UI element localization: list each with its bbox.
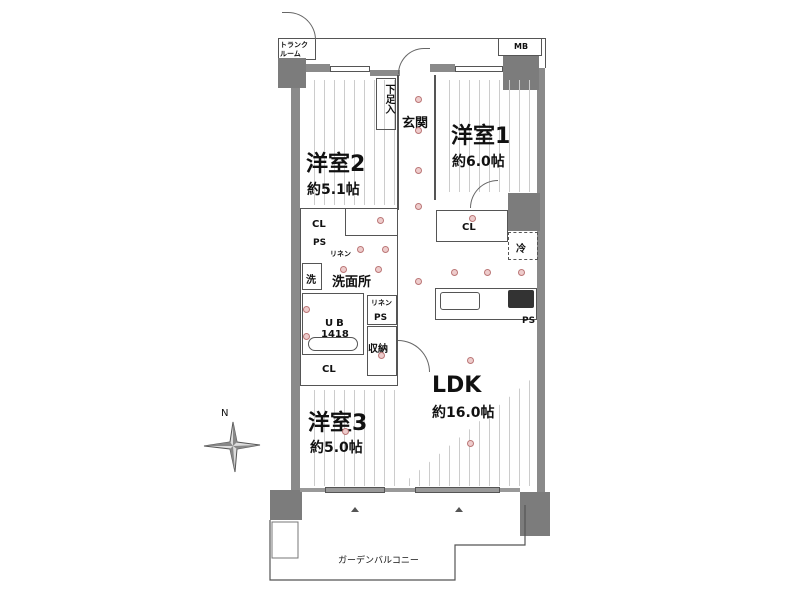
shoe-box-label: 下足入 [383,84,394,114]
right-wall [537,68,545,505]
western1-area: 約6.0帖 [452,154,505,170]
light-fixture [415,167,422,174]
kitchen-counter [435,288,537,320]
cl-western2-label: CL [312,219,326,230]
light-fixture [469,215,476,222]
mb-label: MB [514,42,529,51]
linen-ps-box [367,295,397,325]
western3-area: 約5.0帖 [310,440,363,456]
ldk-area: 約16.0帖 [432,405,495,421]
ps-label-kitchen: PS [522,316,536,326]
laundry-box [302,263,322,290]
stove-icon [508,290,534,308]
ldk-name: LDK [432,373,482,398]
light-fixture [518,269,525,276]
laundry-label: 洗 [306,275,316,286]
top-wall-right [430,64,455,72]
unit-bath [302,293,364,355]
kitchen-sink [440,292,480,310]
cl-western1-label: CL [462,222,476,233]
trunk-room-label: トランクルーム [280,41,308,58]
light-fixture [375,266,382,273]
floor-western2 [305,80,395,205]
left-wall [291,68,300,503]
western1-name: 洋室1 [451,124,511,149]
light-fixture [415,127,422,134]
column-bottom-left [270,490,302,520]
window-ldk [415,487,500,493]
washroom-label: 洗面所 [332,275,372,290]
western3-name: 洋室3 [308,411,368,436]
ps-label-1: PS [313,238,327,248]
light-fixture [467,440,474,447]
linen-label-1: リネン [330,250,351,258]
window-western3 [325,487,385,493]
compass-icon [203,421,261,473]
toilet [345,208,398,236]
light-fixture [467,357,474,364]
wall-western2-entrance [397,75,399,210]
light-fixture [451,269,458,276]
top-wall-mid [370,70,400,76]
light-fixture [303,333,310,340]
ub-label: UB [325,318,347,329]
cl-western3-label: CL [322,364,336,375]
light-fixture [377,217,384,224]
shoe-box [376,78,396,130]
light-fixture [415,96,422,103]
light-fixture [342,428,349,435]
balcony-label: ガーデンバルコニー [338,556,419,566]
fridge-space [508,232,538,260]
entrance-label: 玄関 [402,116,429,131]
light-fixture [340,266,347,273]
window-western2 [330,66,370,72]
light-fixture [378,352,385,359]
light-fixture [415,278,422,285]
linen-label-2: リネン [371,299,392,307]
bathtub [308,337,358,351]
light-fixture [357,246,364,253]
western2-area: 約5.1帖 [307,182,360,198]
light-fixture [484,269,491,276]
light-fixture [382,246,389,253]
mb-box [498,38,542,56]
cl-western1 [436,210,508,242]
window-western1 [455,66,503,72]
ps-label-2: PS [374,313,388,323]
wall-entrance-western1 [434,75,436,200]
light-fixture [303,306,310,313]
bottom-wall [300,488,520,492]
top-wall-left [300,64,330,72]
floor-western1 [440,80,535,192]
column-mid-right [508,193,540,231]
ub-size: 1418 [321,329,349,340]
western2-name: 洋室2 [306,152,366,177]
storage-label: 収納 [368,344,388,355]
column-top-left [278,58,306,88]
storage-box [367,326,397,376]
fridge-label: 冷 [516,244,526,255]
light-fixture [415,203,422,210]
north-label: N [221,408,229,419]
floor-western3 [305,390,395,486]
